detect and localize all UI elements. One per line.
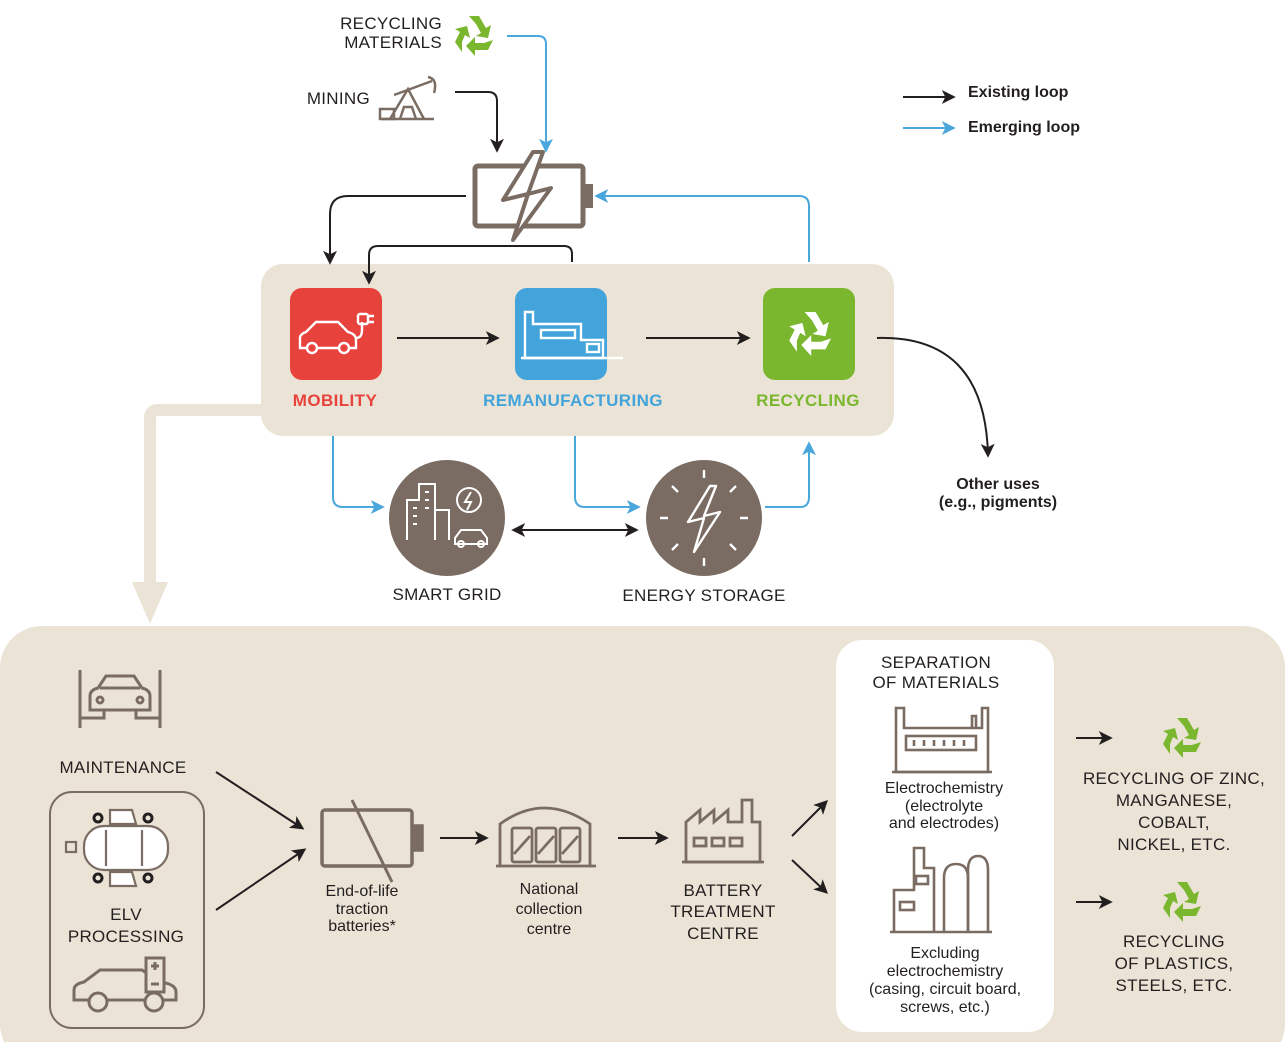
elv-car-topview-icon xyxy=(64,808,170,888)
legend-emerging-label: Emerging loop xyxy=(968,119,1080,136)
end-of-life-label: End-of-life traction batteries* xyxy=(325,883,399,936)
maintenance-label: MAINTENANCE xyxy=(59,758,187,777)
elv-box xyxy=(49,791,205,1029)
recycling-to-other-uses-arrow xyxy=(876,336,995,458)
energy-storage-label: ENERGY STORAGE xyxy=(622,586,786,605)
elv-to-eol-arrow xyxy=(215,848,307,911)
mobility-to-smartgrid-arrow xyxy=(332,436,385,514)
national-collection-label: National collection centre xyxy=(515,881,583,938)
elv-battery-car-icon xyxy=(72,956,178,1013)
recycle-plastics-icon xyxy=(1163,882,1201,922)
collection-centre-icon xyxy=(496,806,596,868)
recycled-to-battery-arrow xyxy=(507,35,553,153)
factory-icon xyxy=(521,310,623,360)
remanufacturing-label: REMANUFACTURING xyxy=(483,391,663,410)
battery-to-mobility-arrow xyxy=(323,195,466,265)
mining-icon xyxy=(378,75,437,121)
electrochemistry-factory-icon xyxy=(892,706,992,774)
elv-processing-label: ELV PROCESSING xyxy=(67,905,185,947)
maintenance-icon xyxy=(78,670,162,728)
energy-storage-circle xyxy=(646,460,762,576)
treatment-centre-icon xyxy=(682,798,764,864)
remanufacturing-tile xyxy=(515,288,623,380)
battery-icon xyxy=(472,150,593,242)
maintenance-to-eol-arrow xyxy=(215,771,305,830)
electric-car-icon xyxy=(298,312,374,355)
recycle-icon xyxy=(789,312,831,356)
mobility-tile xyxy=(290,288,382,380)
mobility-label: MOBILITY xyxy=(292,391,378,410)
recycling-label: RECYCLING xyxy=(756,391,860,410)
separation-title: SEPARATION OF MATERIALS xyxy=(872,653,1000,693)
separation-box xyxy=(836,640,1054,1032)
recycling-materials-icon xyxy=(455,16,493,56)
legend-existing-label: Existing loop xyxy=(968,84,1069,101)
recycle-metals-icon xyxy=(1163,718,1201,758)
battery-treatment-label: BATTERY TREATMENT CENTRE xyxy=(670,881,776,943)
recycling-plastics-label: RECYCLING OF PLASTICS, STEELS, ETC. xyxy=(1114,932,1234,996)
recycling-metals-label: RECYCLING OF ZINC, MANGANESE, COBALT, NI… xyxy=(1082,769,1266,855)
treatment-to-excluding-arrow xyxy=(791,859,829,894)
electrochemistry-label: Electrochemistry (electrolyte and electr… xyxy=(884,780,1004,833)
smart-grid-circle xyxy=(389,460,505,576)
treatment-to-electro-arrow xyxy=(791,800,828,837)
reman-to-mobility-arrow xyxy=(362,245,573,285)
recycling-to-battery-arrow xyxy=(594,189,810,262)
beige-connector xyxy=(144,404,265,585)
excluding-factory-icon xyxy=(890,846,992,934)
mining-label: MINING xyxy=(306,89,370,108)
other-uses-label: Other uses (e.g., pigments) xyxy=(938,476,1058,511)
storage-to-recycling-arrow xyxy=(765,441,816,508)
smart-grid-label: SMART GRID xyxy=(392,585,502,604)
smart-grid-icon xyxy=(406,483,488,548)
recycling-tile xyxy=(763,288,855,380)
excluding-label: Excluding electrochemistry (casing, circ… xyxy=(868,945,1022,1016)
mining-to-battery-arrow xyxy=(455,91,504,153)
energy-storage-icon xyxy=(660,470,748,566)
beige-connector-arrowhead xyxy=(132,582,168,624)
recycling-materials-label: RECYCLING MATERIALS xyxy=(340,14,442,53)
end-of-life-battery-icon xyxy=(320,799,424,883)
reman-to-storage-arrow xyxy=(574,436,641,514)
